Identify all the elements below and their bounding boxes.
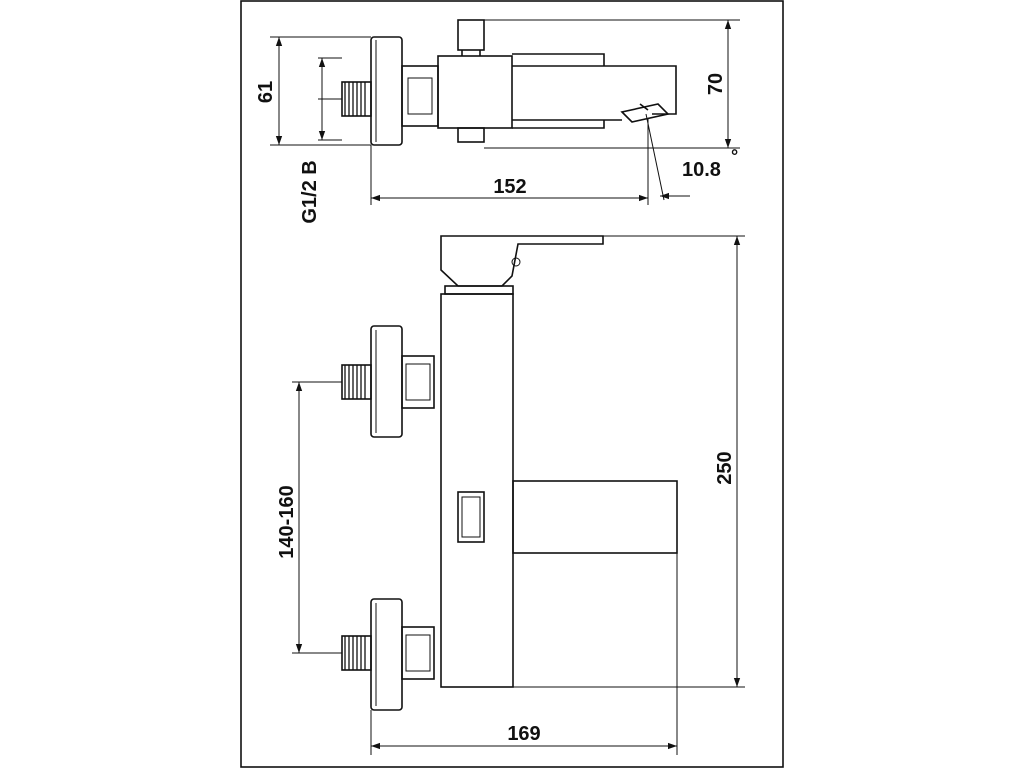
- top-inlet-thread: [341, 81, 372, 117]
- dim-label-140-160: 140-160: [276, 485, 298, 558]
- dim-label-70: 70: [705, 73, 727, 95]
- top-body: [437, 55, 513, 129]
- front-upper-inlet: [341, 325, 435, 438]
- top-spout: [512, 53, 677, 129]
- front-view: 140-160 250 169: [276, 235, 745, 755]
- top-connector: [401, 65, 439, 127]
- front-lower-inlet: [341, 598, 435, 711]
- front-handle-base: [444, 285, 514, 295]
- dim-label-152: 152: [493, 176, 526, 198]
- dim-label-thread: G1/2 B: [299, 160, 321, 223]
- degree-symbol: °: [731, 146, 738, 166]
- top-lever: [457, 19, 485, 51]
- dim-label-angle: 10.8: [682, 159, 721, 181]
- top-diverter: [457, 127, 485, 143]
- front-diverter-button: [457, 491, 485, 543]
- drawing-frame: [240, 0, 784, 768]
- front-spout: [512, 480, 678, 554]
- dim-label-169: 169: [507, 723, 540, 745]
- dim-label-61: 61: [255, 81, 277, 103]
- dim-label-250: 250: [714, 451, 736, 484]
- front-body: [440, 293, 514, 688]
- top-aerator: [620, 103, 670, 123]
- front-handle: [440, 235, 604, 287]
- top-view: 61 G1/2 B 70 152 10.8 °: [255, 19, 740, 224]
